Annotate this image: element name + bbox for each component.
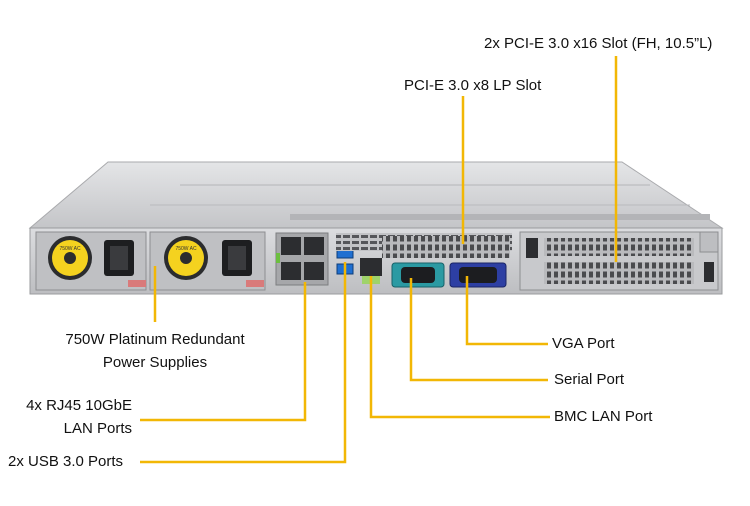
serial-port	[391, 262, 445, 288]
callout-vga	[465, 276, 548, 346]
label-pcie-x16: 2x PCI-E 3.0 x16 Slot (FH, 10.5”L)	[484, 35, 713, 52]
label-psu-line2: Power Supplies	[102, 354, 208, 371]
pcie-x16-slots	[519, 231, 719, 291]
label-rj45-line1: 4x RJ45 10GbE	[26, 397, 132, 414]
label-vga: VGA Port	[552, 335, 615, 352]
rj45-ports	[275, 232, 329, 286]
label-rj45-line2: LAN Ports	[63, 420, 132, 437]
label-usb: 2x USB 3.0 Ports	[8, 453, 124, 470]
label-bmc: BMC LAN Port	[554, 408, 653, 425]
io-vents	[336, 233, 512, 258]
label-psu-line1: 750W Platinum Redundant	[65, 331, 245, 348]
vga-port	[449, 262, 507, 288]
chassis-top	[28, 161, 724, 229]
callout-usb	[140, 262, 347, 464]
callout-serial	[409, 278, 548, 382]
label-serial: Serial Port	[554, 371, 625, 388]
power-supply-2: 750W AC	[149, 231, 266, 291]
psu-2-rating: 750W AC	[175, 246, 197, 252]
callout-bmc	[369, 276, 550, 419]
psu-1-rating: 750W AC	[59, 246, 81, 252]
callout-rj45	[140, 282, 307, 422]
power-supply-1: 750W AC	[35, 231, 147, 291]
callout-lines	[140, 56, 618, 464]
label-pcie-x8: PCI-E 3.0 x8 LP Slot	[404, 77, 542, 94]
